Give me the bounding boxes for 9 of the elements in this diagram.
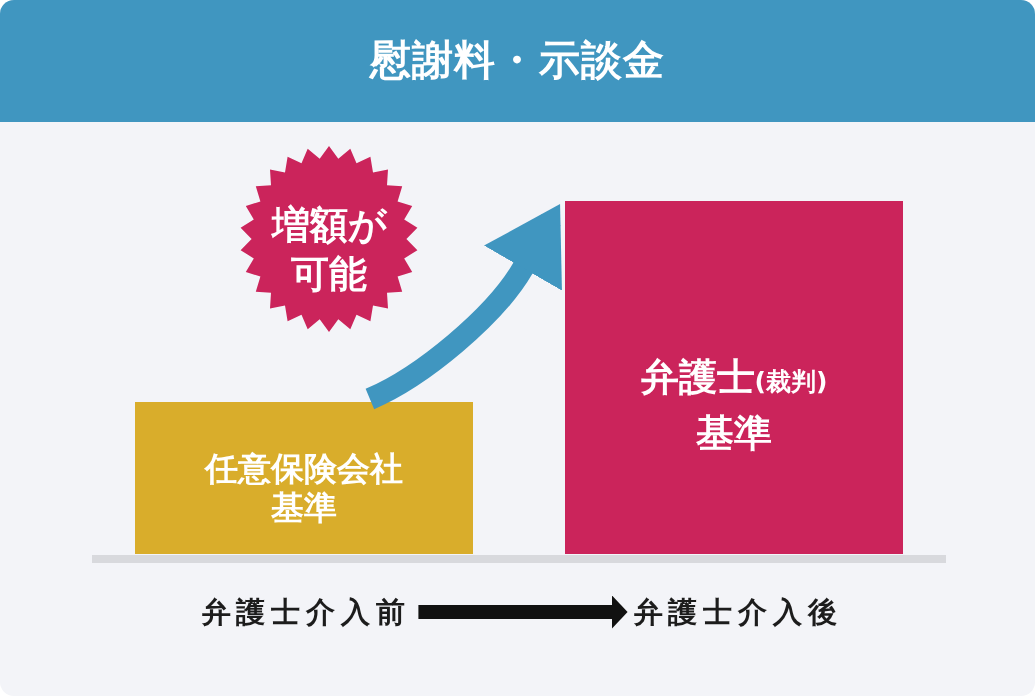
arrow: [418, 595, 628, 629]
stage-label: 弁護士介入前: [201, 594, 411, 630]
badge-text: 増額が可能: [270, 201, 388, 298]
stage-label: 弁護士介入後: [633, 594, 843, 630]
column-bar: [135, 402, 473, 554]
bar-label: 任意保険会社基準: [203, 450, 404, 528]
title-text: 慰謝料・示談金: [369, 36, 666, 86]
column-bar: [565, 201, 903, 554]
curved-arrow: [365, 204, 562, 409]
